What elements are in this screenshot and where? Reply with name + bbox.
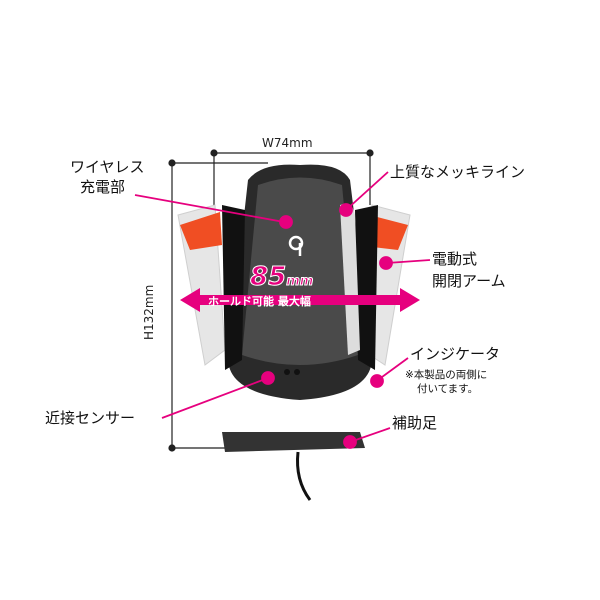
- support-foot: [222, 432, 365, 452]
- label-wireless-line1: ワイヤレス: [70, 158, 145, 176]
- max-width-arrow: [180, 288, 420, 312]
- arm-arrow-left: [180, 212, 222, 250]
- label-sensor: 近接センサー: [45, 409, 136, 427]
- indicator-note-line2: 付いてます。: [417, 383, 479, 395]
- indicator-note-line1: ※本製品の両側に: [405, 369, 488, 381]
- label-wireless-line2: 充電部: [80, 178, 126, 196]
- label-arm-line2: 開閉アーム: [432, 272, 506, 290]
- dimension-lines: [168, 149, 374, 452]
- callout-lines: [134, 171, 431, 449]
- qi-logo: [288, 235, 304, 256]
- label-arm-line1: 電動式: [432, 250, 478, 268]
- label-indicator: インジケータ: [410, 345, 501, 363]
- max-width-caption: ホールド可能 最大幅: [208, 295, 311, 308]
- label-foot: 補助足: [392, 414, 438, 432]
- height-dimension: H132mm: [142, 284, 156, 340]
- max-width-value: 85mm: [249, 262, 314, 293]
- width-dimension: W74mm: [262, 136, 313, 150]
- label-plating: 上質なメッキライン: [390, 163, 526, 181]
